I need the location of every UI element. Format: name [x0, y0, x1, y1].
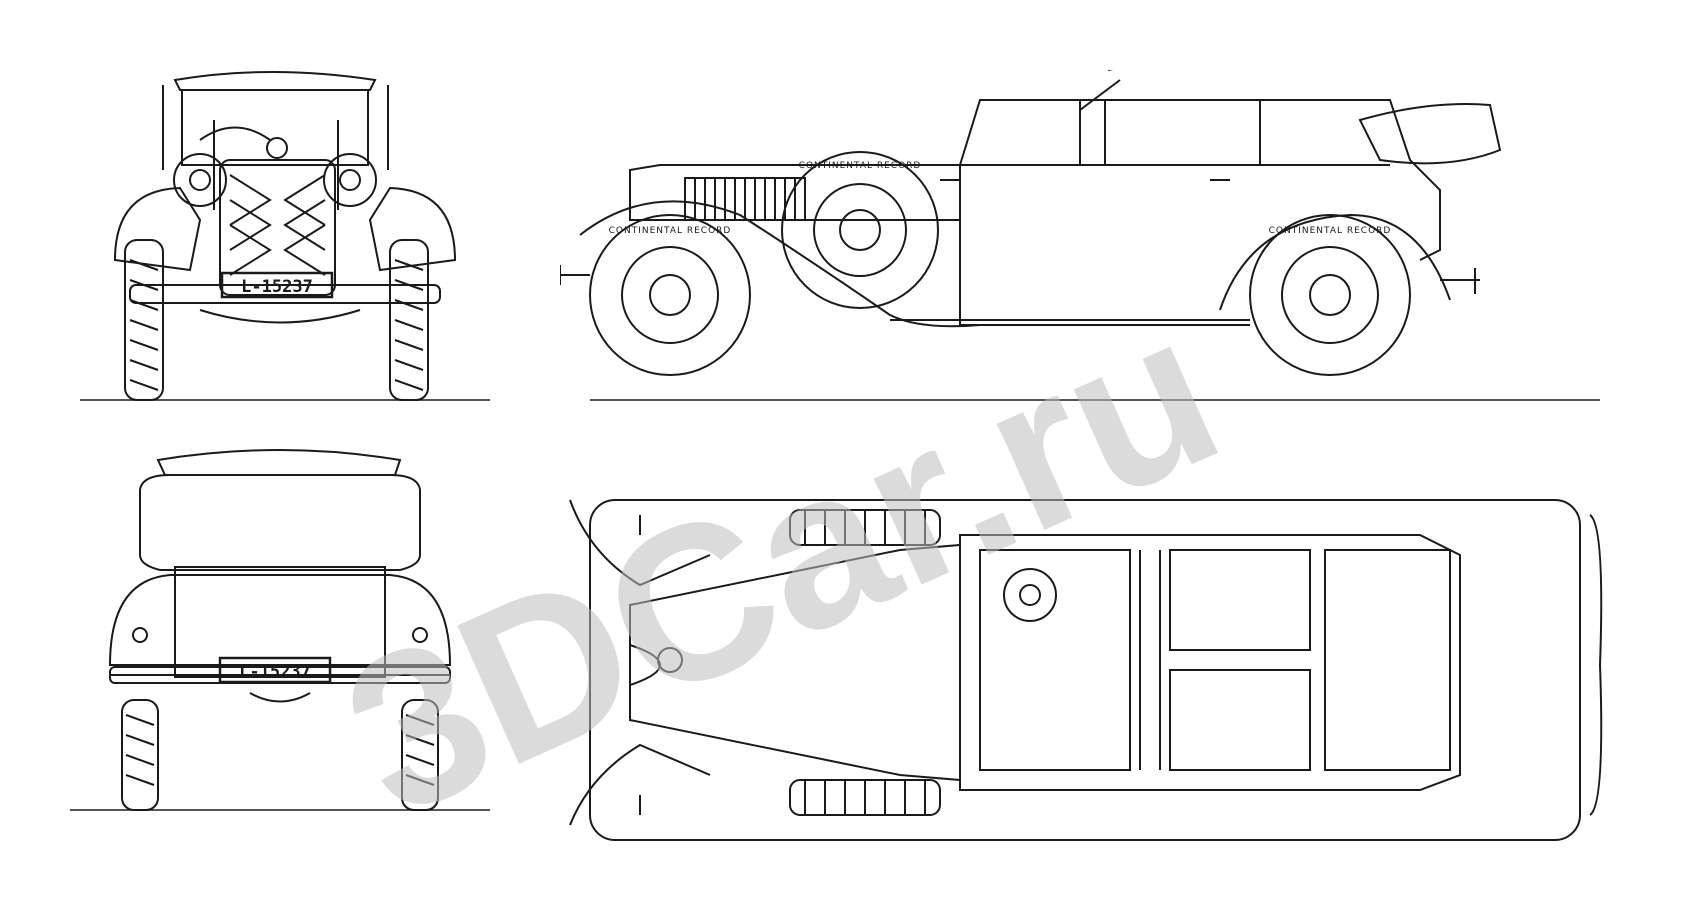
front-view: L-15237	[80, 71, 490, 401]
top-view	[569, 499, 1603, 841]
rear-tyre-text: CONTINENTAL RECORD	[1269, 226, 1392, 236]
spare-tyre-text: CONTINENTAL RECORD	[799, 161, 922, 171]
side-view: CONTINENTAL RECORD CONTINENTAL RECORD CO…	[560, 70, 1600, 401]
rear-view: L-15237	[70, 449, 490, 811]
front-tyre-text: CONTINENTAL RECORD	[609, 226, 732, 236]
rear-license-plate: L-15237	[239, 662, 311, 682]
front-license-plate: L-15237	[241, 277, 313, 297]
